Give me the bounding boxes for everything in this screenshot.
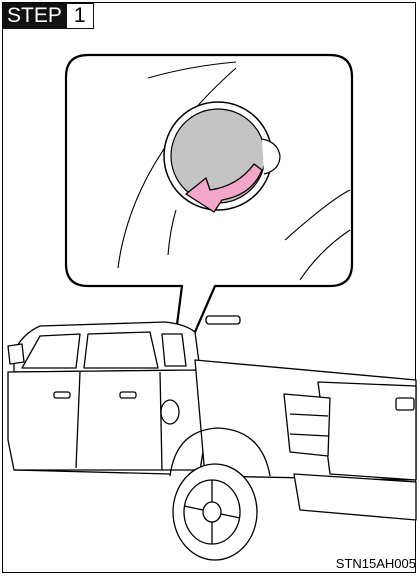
- fuel-door: [161, 400, 179, 424]
- figure-code: STN15AH005: [336, 556, 416, 571]
- pickup-truck: [8, 316, 416, 560]
